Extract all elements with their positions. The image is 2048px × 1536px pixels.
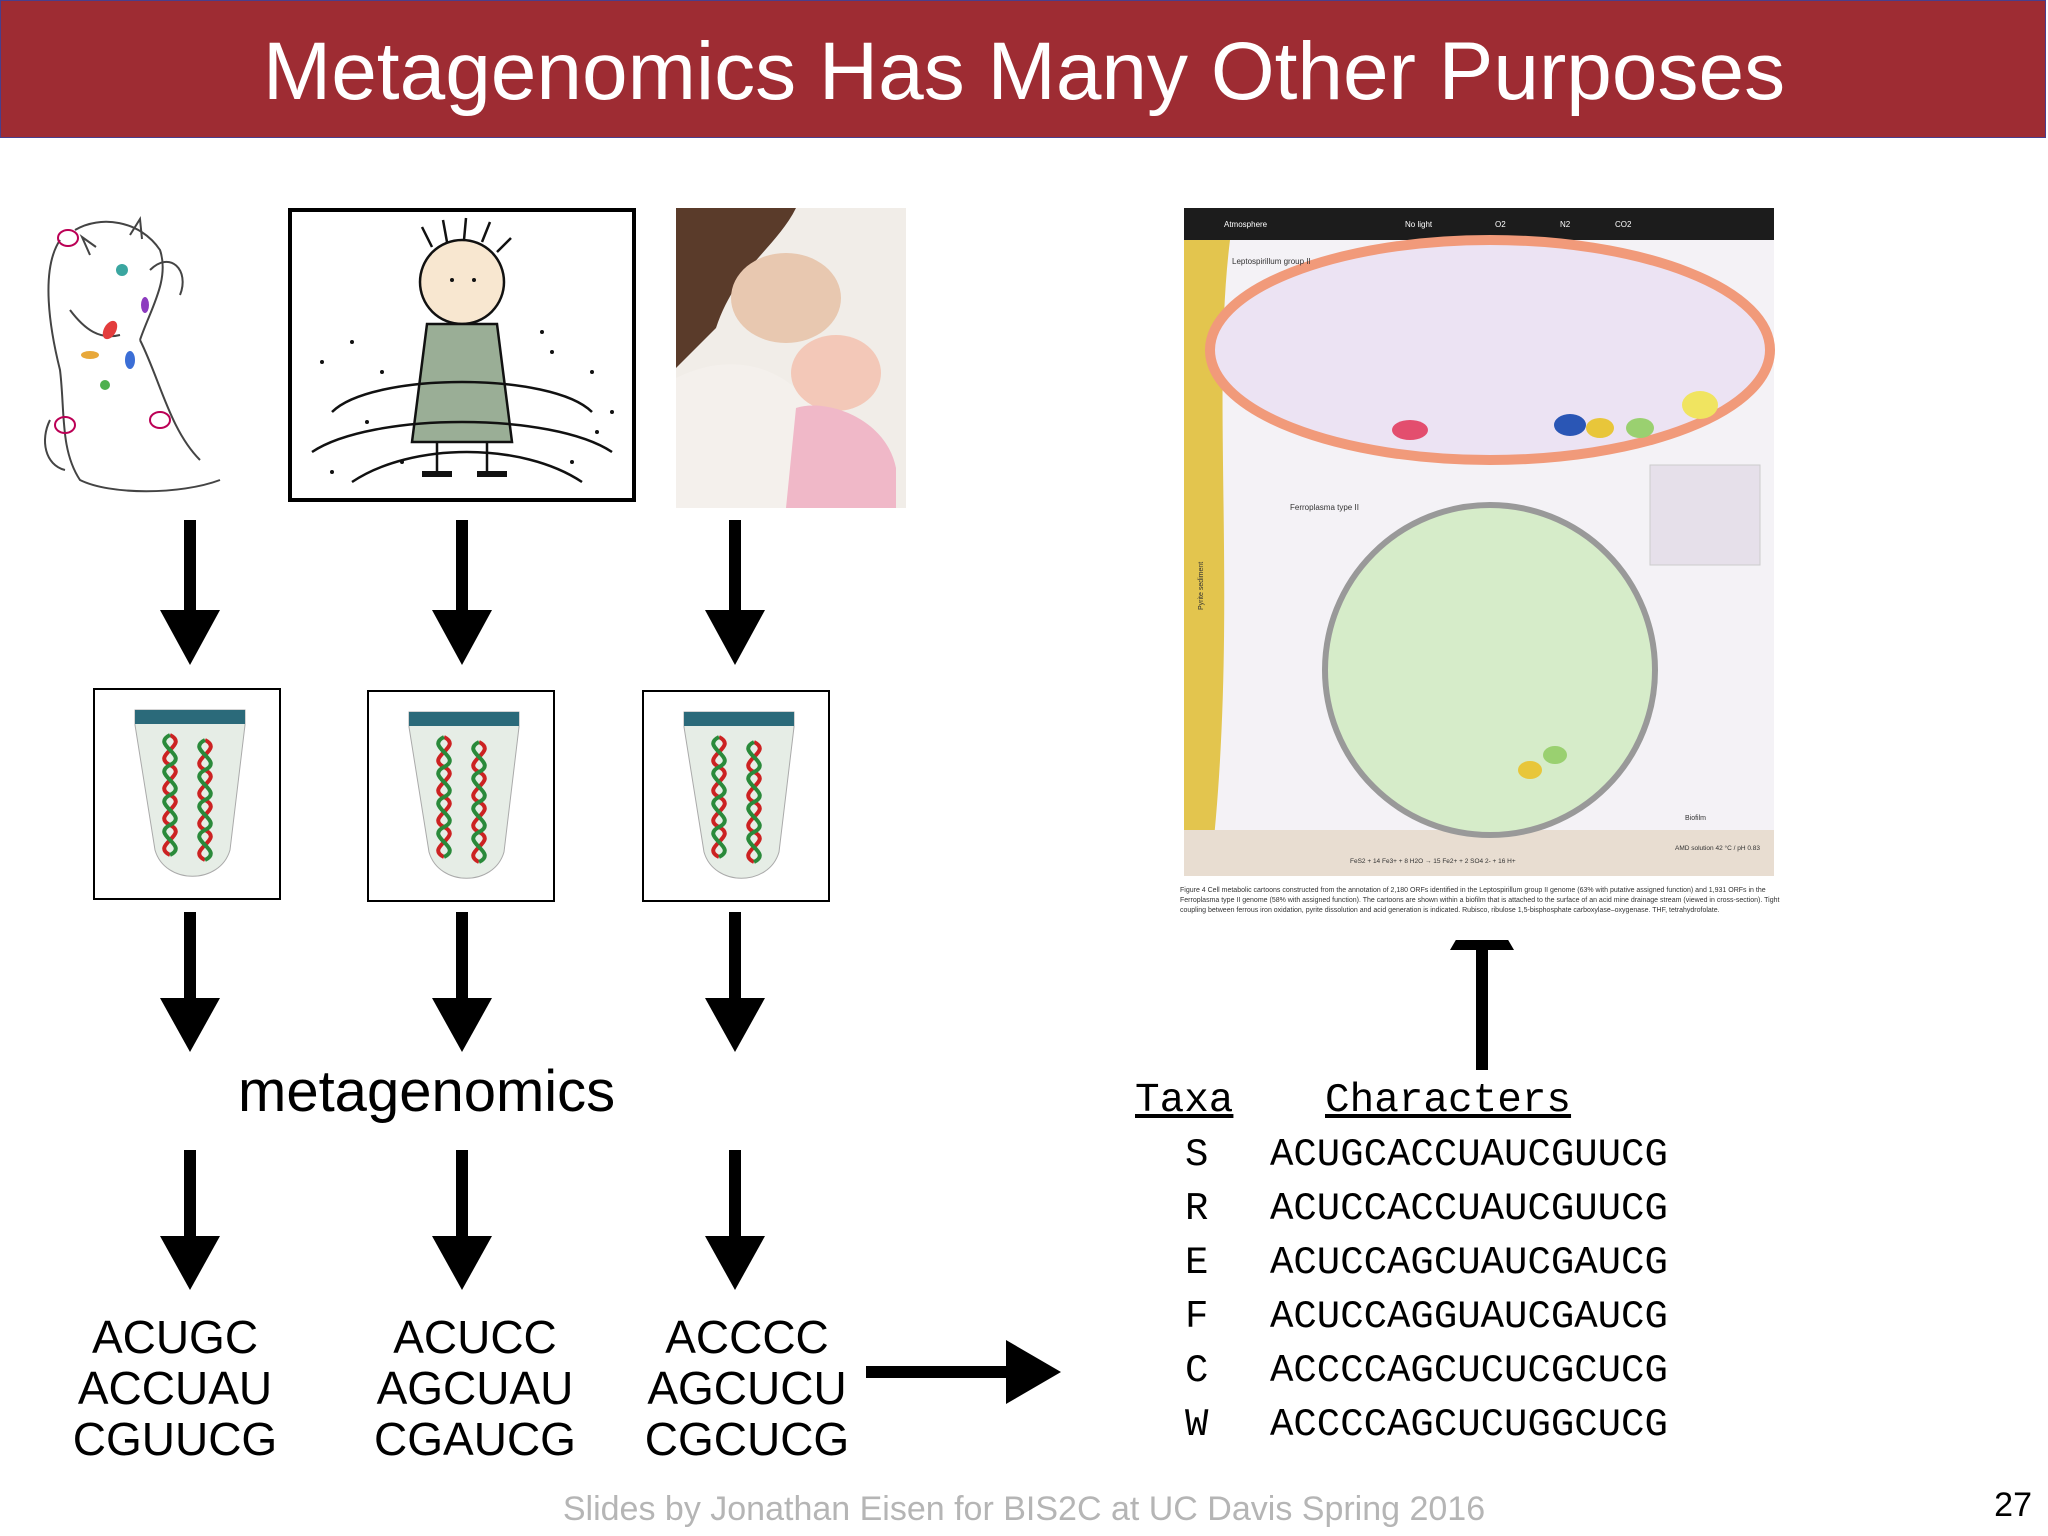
sequence-fragment-1: ACUGC ACCUAU CGUUCG: [45, 1312, 305, 1465]
sequence-line: CGCUCG: [644, 1413, 850, 1465]
dna-tube-1: [93, 688, 281, 900]
sequence-line: CGUUCG: [72, 1413, 278, 1465]
metabolic-cartoon-image: Atmosphere No light O2 N2 CO2 Leptospiri…: [1170, 200, 1790, 940]
figure-label-pyrite: Pyrite sediment: [1198, 562, 1205, 610]
pigpen-drawing-image: [311, 217, 614, 484]
page-number: 27: [1994, 1486, 2032, 1524]
dna-tube-3: [642, 690, 830, 902]
figure-label-n2: N2: [1560, 220, 1571, 229]
down-arrow-2c: [432, 1150, 492, 1290]
taxon-label: E: [1185, 1241, 1209, 1285]
down-arrow-2a: [432, 520, 492, 665]
pigpen-drawing-frame: [288, 208, 636, 502]
sequence-line: ACUCC: [393, 1311, 557, 1363]
down-arrow-3b: [705, 912, 765, 1052]
taxon-sequence: ACUCCAGGUAUCGAUCG: [1270, 1295, 1668, 1339]
down-arrow-1b: [160, 912, 220, 1052]
down-arrow-3a: [705, 520, 765, 665]
taxon-label: S: [1185, 1133, 1209, 1177]
taxon-sequence: ACUGCACCUAUCGUUCG: [1270, 1133, 1668, 1177]
title-bar: [0, 0, 2046, 138]
figure-label-amd: AMD solution 42 °C / pH 0.83: [1675, 844, 1760, 852]
taxon-sequence: ACUCCACCUAUCGUUCG: [1270, 1187, 1668, 1231]
metabolic-figure: Atmosphere No light O2 N2 CO2 Leptospiri…: [1170, 200, 1790, 940]
taxon-label: R: [1185, 1187, 1209, 1231]
figure-label-no-light: No light: [1405, 220, 1433, 229]
sequence-fragment-2: ACUCC AGCUAU CGAUCG: [345, 1312, 605, 1465]
sequence-line: ACCCC: [665, 1311, 829, 1363]
figure-caption: Figure 4 Cell metabolic cartoons constru…: [1180, 887, 1780, 914]
sequence-fragment-3: ACCCC AGCUCU CGCUCG: [617, 1312, 877, 1465]
cat-drawing-image: [44, 215, 221, 493]
characters-header: Characters: [1325, 1078, 1572, 1124]
taxon-label: F: [1185, 1295, 1209, 1339]
down-arrow-1c: [160, 1150, 220, 1290]
down-arrow-3c: [705, 1150, 765, 1290]
metagenomics-label: metagenomics: [238, 1059, 616, 1124]
taxon-label: C: [1185, 1349, 1209, 1393]
right-arrow: [866, 1340, 1061, 1404]
sequence-line: CGAUCG: [374, 1413, 576, 1465]
taxa-header: Taxa: [1135, 1078, 1234, 1124]
taxon-sequence: ACCCCAGCUCUGGCUCG: [1270, 1403, 1668, 1447]
figure-reaction: FeS2 + 14 Fe3+ + 8 H2O → 15 Fe2+ + 2 SO4…: [1350, 858, 1516, 865]
sequence-line: AGCUCU: [647, 1362, 847, 1414]
down-arrow-2b: [432, 912, 492, 1052]
figure-label-biofilm: Biofilm: [1685, 815, 1706, 822]
figure-label-o2: O2: [1495, 220, 1506, 229]
sequence-line: ACUGC: [91, 1311, 259, 1363]
taxon-sequence: ACUCCAGCUAUCGAUCG: [1270, 1241, 1668, 1285]
sequence-line: AGCUAU: [376, 1362, 574, 1414]
down-arrow-1a: [160, 520, 220, 665]
mother-baby-photo: [676, 208, 906, 508]
slide-title: Metagenomics Has Many Other Purposes: [262, 26, 1786, 117]
figure-label-atmosphere: Atmosphere: [1224, 220, 1268, 229]
dna-tube-2: [367, 690, 555, 902]
sequence-line: ACCUAU: [77, 1362, 273, 1414]
figure-label-ferroplasma: Ferroplasma type II: [1290, 503, 1359, 512]
slide-footer: Slides by Jonathan Eisen for BIS2C at UC…: [562, 1490, 1486, 1528]
taxon-label: W: [1185, 1403, 1209, 1447]
figure-label-leptospirillum: Leptospirillum group II: [1232, 257, 1311, 266]
figure-label-co2: CO2: [1615, 220, 1632, 229]
taxon-sequence: ACCCCAGCUCUCGCUCG: [1270, 1349, 1668, 1393]
